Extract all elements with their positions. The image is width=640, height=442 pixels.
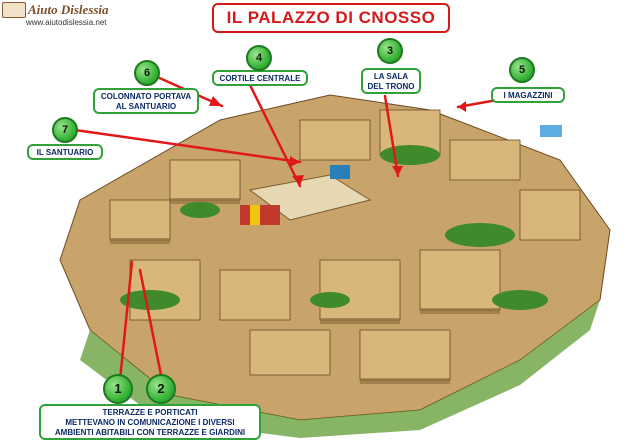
label-cortile-text: CORTILE CENTRALE [219, 74, 301, 83]
marker-3: 3 [377, 38, 403, 64]
label-sala-line2: DEL TRONO [367, 82, 415, 91]
label-magazzini-text: I MAGAZZINI [503, 91, 553, 100]
marker-7: 7 [52, 117, 78, 143]
aiuto-dislessia-logo: Aiuto Dislessia www.aiutodislessia.net [2, 2, 152, 30]
marker-1: 1 [103, 374, 133, 404]
page-title: IL PALAZZO DI CNOSSO [212, 3, 450, 33]
label-terrazze-line1: TERRAZZE E PORTICATI [102, 408, 198, 417]
label-terrazze-line2: METTEVANO IN COMUNICAZIONE I DIVERSI [65, 418, 235, 427]
label-sala-line1: LA SALA [373, 72, 409, 81]
label-santuario: IL SANTUARIO [27, 144, 103, 160]
label-colonnato-line2: AL SANTUARIO [115, 102, 177, 111]
marker-5: 5 [509, 57, 535, 83]
label-colonnato-line1: COLONNATO PORTAVA [100, 92, 192, 101]
book-logo-icon [2, 2, 26, 18]
marker-6: 6 [134, 60, 160, 86]
label-cortile-centrale: CORTILE CENTRALE [212, 70, 308, 86]
label-sala-trono: LA SALA DEL TRONO [361, 68, 421, 94]
label-santuario-text: IL SANTUARIO [36, 148, 94, 157]
logo-title: Aiuto Dislessia [28, 2, 109, 17]
label-colonnato: COLONNATO PORTAVA AL SANTUARIO [93, 88, 199, 114]
label-terrazze-line3: AMBIENTI ABITABILI CON TERRAZZE E GIARDI… [54, 428, 246, 437]
logo-url: www.aiutodislessia.net [26, 18, 107, 27]
marker-2: 2 [146, 374, 176, 404]
label-magazzini: I MAGAZZINI [491, 87, 565, 103]
label-terrazze: TERRAZZE E PORTICATI METTEVANO IN COMUNI… [39, 404, 261, 440]
marker-4: 4 [246, 45, 272, 71]
